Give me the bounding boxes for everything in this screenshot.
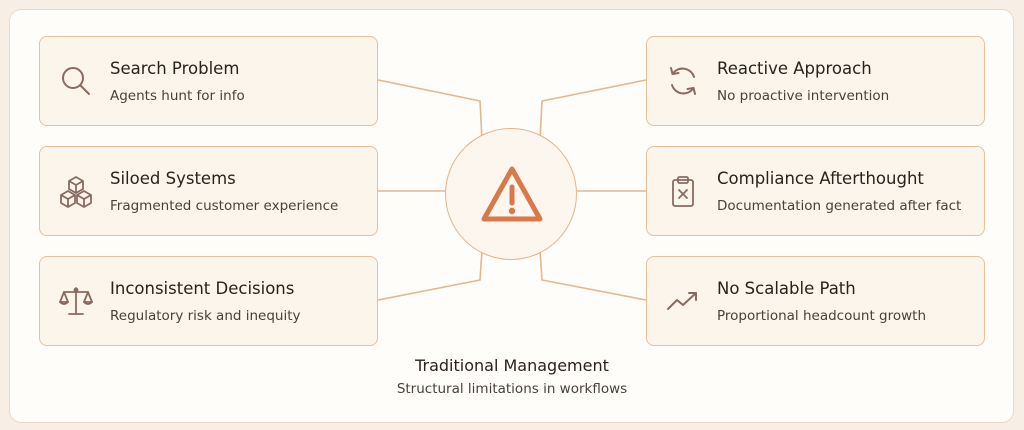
diagram-title: Traditional Management [415,356,609,375]
refresh-icon [665,63,701,99]
card-subtitle: Documentation generated after fact [717,198,962,214]
card-title: Reactive Approach [717,59,872,78]
card-subtitle: Agents hunt for info [110,88,245,104]
card-no-scalable-path: No Scalable Path Proportional headcount … [646,256,985,346]
card-reactive-approach: Reactive Approach No proactive intervent… [646,36,985,126]
card-subtitle: No proactive intervention [717,88,890,104]
card-title: Inconsistent Decisions [110,279,295,298]
card-siloed-systems: Siloed Systems Fragmented customer exper… [39,146,378,236]
card-title: No Scalable Path [717,279,856,298]
card-title: Siloed Systems [110,169,236,188]
central-hub [445,128,577,260]
clipboard-x-icon [665,173,701,209]
card-search-problem: Search Problem Agents hunt for info [39,36,378,126]
search-icon [58,63,94,99]
card-title: Search Problem [110,59,240,78]
card-compliance-afterthought: Compliance Afterthought Documentation ge… [646,146,985,236]
card-subtitle: Fragmented customer experience [110,198,339,214]
card-subtitle: Proportional headcount growth [717,308,927,324]
card-title: Compliance Afterthought [717,169,924,188]
warning-triangle-icon [481,166,543,222]
scale-icon [58,283,94,319]
trend-up-icon [665,283,701,319]
cubes-icon [58,173,94,209]
card-inconsistent-decisions: Inconsistent Decisions Regulatory risk a… [39,256,378,346]
diagram-subtitle: Structural limitations in workflows [396,381,628,397]
card-subtitle: Regulatory risk and inequity [110,308,301,324]
